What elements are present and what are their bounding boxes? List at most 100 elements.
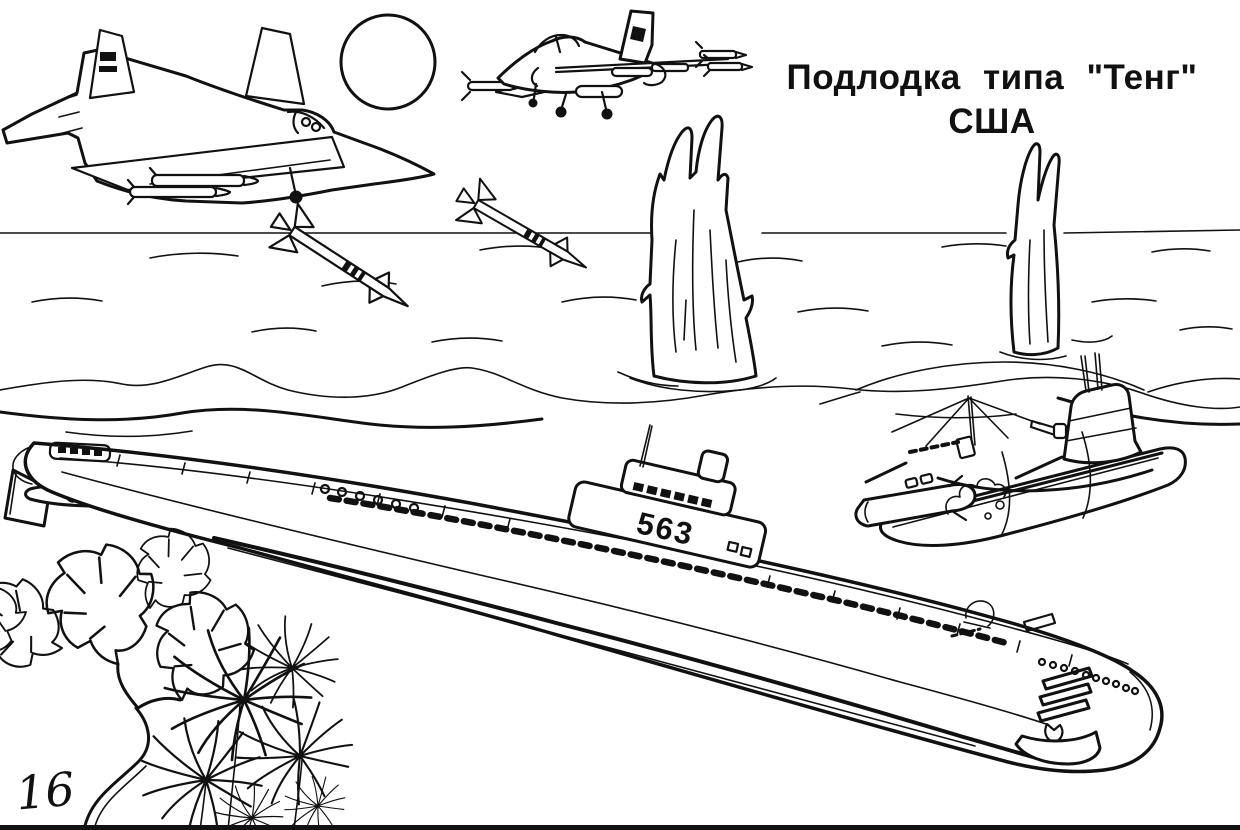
missile1-tail-fins [268,202,315,254]
caption-line1: Подлодка типа "Тенг" [786,58,1198,97]
wave-line-2 [0,407,544,429]
tower-side-square-2 [739,545,753,558]
jet1-tail-marking-2 [99,66,117,72]
oldsub-gun-mount [1052,422,1068,440]
missile1-band-3 [357,270,367,282]
mainsub-hull-line-lower [227,547,976,747]
mainsub-deck-loop [963,600,995,629]
page-bottom-edge [0,825,1240,830]
torpedo-body [854,483,977,528]
mainsub-limber-hole-3 [354,490,366,502]
oldsub-deck-gun [1029,419,1058,437]
oldsub-hull-seams [1001,431,1092,535]
air-to-surface-missile-2 [455,177,587,269]
caption: Подлодка типа "Тенг" США [780,56,1204,144]
bow-hole-6 [1091,673,1101,683]
missile1-band [341,260,352,273]
oldsub-conning-tower [1062,383,1143,465]
horizon-line [0,229,1240,234]
splash-large-streaks [672,209,737,363]
jet2-nose-wheel [528,98,538,108]
missile2-band-2 [531,233,540,244]
oldsub-tower-bands [1065,407,1137,442]
jet2-wheel-2 [601,108,613,120]
tower-window-5 [687,494,699,505]
page-number: 16 [13,761,77,821]
jet2-wheel [555,106,567,118]
oldsub-porthole-2 [919,472,934,485]
mainsub-stern-cap [12,446,33,485]
jet2-wingtip-missile-fins [694,40,748,69]
jet2-nozzle [642,62,667,87]
oldsub-cables [864,455,1064,484]
mainsub-limber-hole [319,483,331,495]
wave-line-1 [0,363,1240,410]
jet1-tail-fin-right [244,26,306,106]
fighter-jet-1 [1,26,436,206]
jet1-wing [70,135,346,192]
jet1-missile-2-tip [126,178,232,206]
oldsub-hatch [955,435,976,460]
splash-small-base-ripple [999,335,1113,361]
jet1-canopy [286,110,326,135]
bow-hole-3 [1059,663,1069,673]
bow-hole-2 [1048,660,1058,670]
jet1-wheel [289,190,303,204]
missile1-band-2 [349,266,360,278]
oldsub-hull [879,446,1187,548]
tower-window-6 [700,497,713,508]
jet2-wingtip-missile-2 [706,61,744,72]
splash-small-outline [1006,142,1061,357]
mainsub-rudder-line [9,473,17,515]
missile2-body [472,199,587,269]
bow-slat-2 [1038,682,1093,707]
wave-crest-behind-sub [855,361,1240,393]
bow-hole-10 [1130,686,1140,696]
wave-line-4 [65,391,1017,438]
missile1-body [288,225,409,308]
mainsub-stern-slat-square-4 [94,450,102,456]
missile1-canards [368,271,391,304]
main-submarine: 563 [3,424,1164,774]
jet1-missile [150,173,246,188]
tower-window [632,482,645,493]
bow-chin-fin [1014,730,1102,766]
jet1-nozzle-hatching [57,94,83,134]
bow-slat-1 [1041,666,1094,691]
fighter-jet-2 [460,9,754,120]
caption-line2: США [948,101,1036,141]
torpedo-fins [948,474,968,522]
sun [339,13,437,111]
missile2-tail-fins [455,177,497,225]
monstera-leaf-2 [0,562,84,693]
oldsub-rigging [891,395,1041,447]
tower-window-2 [646,485,658,496]
mainsub-deck-fitting [1022,612,1057,633]
sinking-submarine [854,352,1187,548]
water-splash-large [617,114,777,393]
air-to-surface-missile-1 [268,202,409,308]
bow-slat-3 [1036,698,1091,723]
torpedo-splash [945,478,1007,515]
splash-large-outline [640,114,758,385]
tower-periscope-housing [696,449,730,484]
jet1-pilot-2 [310,121,322,133]
torpedo [854,474,1007,528]
mainsub-flood-ports [326,494,1014,648]
bow-inner-line [1129,671,1153,731]
water-splash-small [999,142,1113,361]
tower-side-square [726,540,740,553]
jet2-tail-marking [630,26,646,42]
mainsub-hull-line-upper [61,471,1047,725]
sea-ripples [31,243,1233,347]
jet2-underwing-store [610,66,654,78]
bow-hole-7 [1101,676,1111,686]
missile2-canards [549,236,569,268]
jet1-landing-gear [288,166,297,193]
monstera-leaf [36,536,168,676]
tropical-plants [0,514,362,830]
conning-tower: 563 [567,449,768,569]
mainsub-bow-dashes [950,627,982,638]
